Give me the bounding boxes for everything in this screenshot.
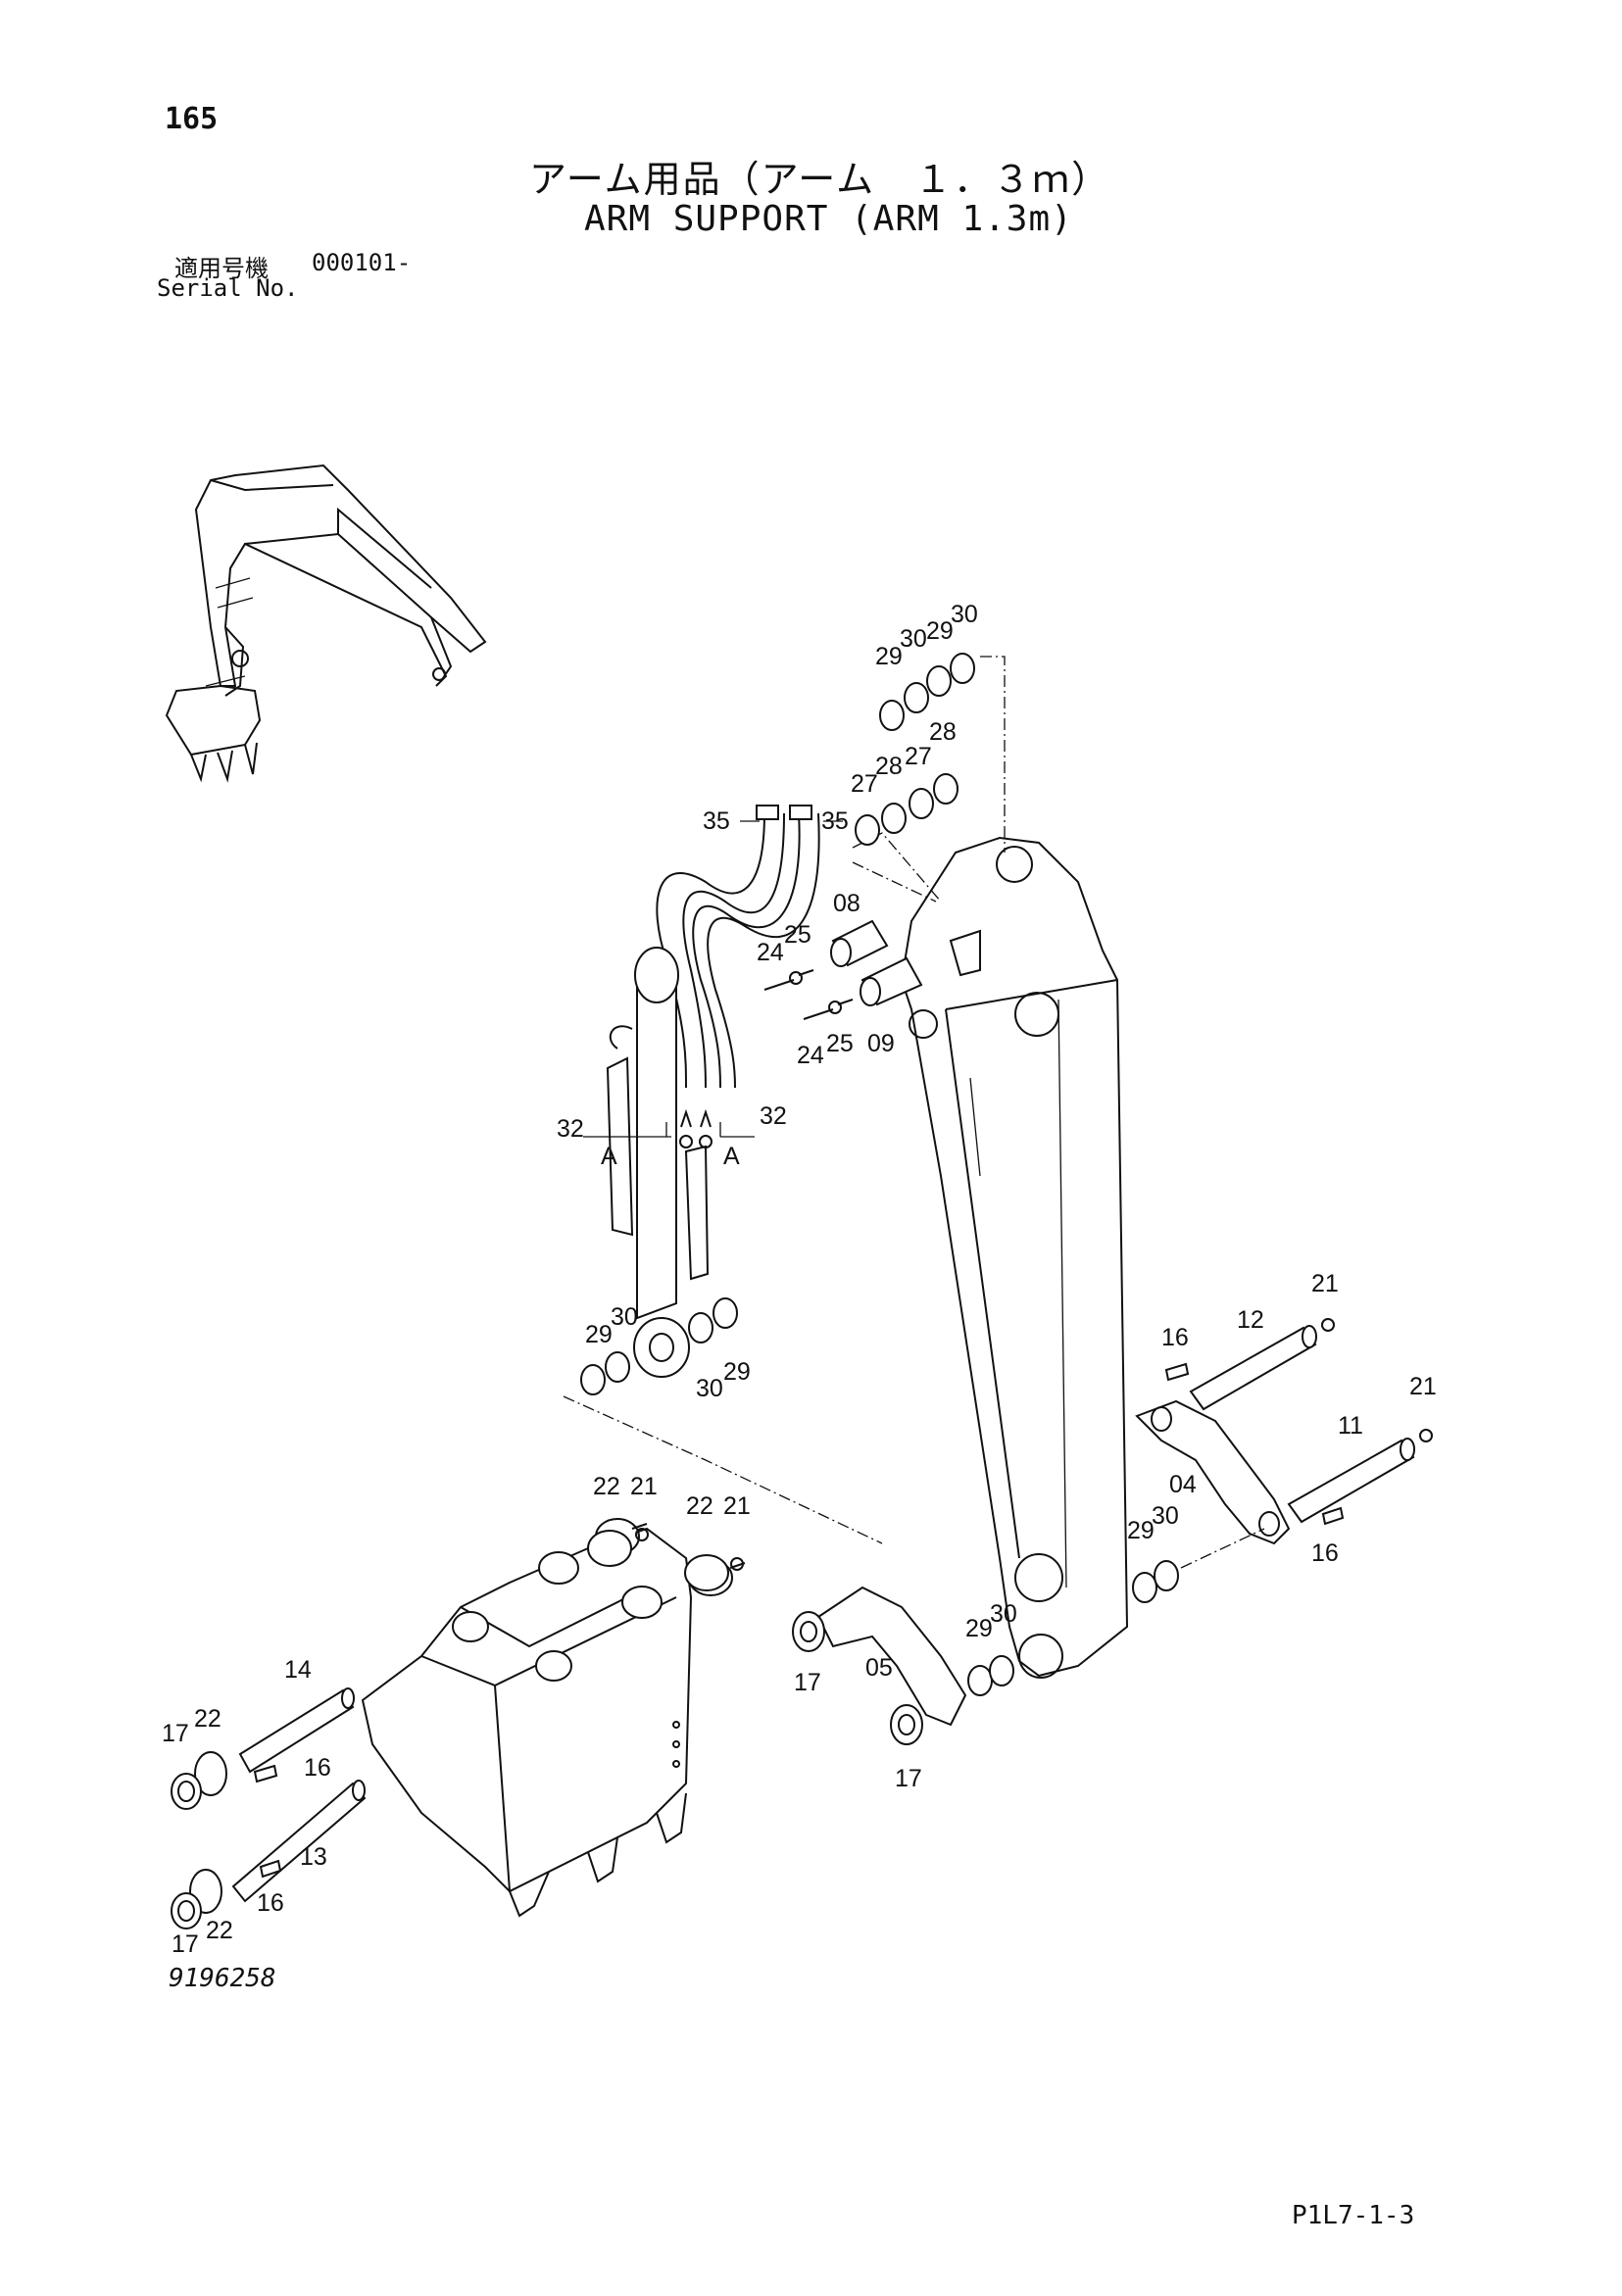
callout-label: 28 — [875, 753, 903, 780]
callout-label: 27 — [905, 743, 932, 770]
title-japanese: アーム用品（アーム １．３ｍ） — [529, 158, 1111, 201]
drawing-number: 9196258 — [169, 1964, 276, 1993]
bucket-cylinder — [563, 947, 883, 1544]
serial-label-japanese: 適用号機 — [174, 255, 269, 282]
callout-label: 22 — [686, 1492, 713, 1520]
callout-label: 17 — [172, 1930, 199, 1958]
callout-label: 08 — [833, 890, 860, 917]
callout-label: 29 — [723, 1358, 751, 1386]
callout-label: 16 — [257, 1889, 284, 1917]
callout-label: 14 — [284, 1656, 312, 1684]
callout-label: 30 — [696, 1375, 723, 1402]
arm — [900, 836, 1129, 1679]
link-05 — [792, 1586, 1014, 1745]
callout-label: 05 — [865, 1654, 893, 1682]
callout-label: 17 — [794, 1669, 821, 1696]
callout-label: 13 — [300, 1843, 327, 1871]
serial-number-value: 000101- — [312, 249, 412, 276]
callout-label: 09 — [867, 1030, 895, 1057]
callout-label: 21 — [630, 1473, 658, 1500]
callout-label: 22 — [593, 1473, 620, 1500]
callout-label: 30 — [951, 601, 978, 628]
bushings-and-bolts — [763, 861, 937, 1020]
page-number: 165 — [165, 102, 219, 136]
callout-label: 17 — [895, 1765, 922, 1792]
page-code: P1L7-1-3 — [1292, 2201, 1415, 2230]
callout-label: 12 — [1237, 1306, 1264, 1334]
callout-label: 29 — [926, 617, 954, 645]
callout-label: A — [601, 1143, 617, 1170]
callout-label: 22 — [206, 1917, 233, 1944]
excavator-overview-illustration — [165, 464, 487, 783]
callout-label: 32 — [557, 1115, 584, 1143]
callout-label: A — [723, 1143, 740, 1170]
callout-label: 32 — [760, 1102, 787, 1130]
callout-label: 24 — [797, 1042, 824, 1069]
callout-label: 21 — [1409, 1373, 1437, 1400]
callout-label: 04 — [1169, 1471, 1197, 1498]
title-english: ARM SUPPORT (ARM 1.3m) — [584, 199, 1073, 239]
callout-label: 35 — [703, 807, 730, 835]
callout-label: 35 — [821, 807, 849, 835]
callout-label: 30 — [990, 1600, 1017, 1628]
callout-label: 29 — [875, 643, 903, 670]
serial-label-english: Serial No. — [157, 274, 299, 302]
callout-label: 25 — [826, 1030, 854, 1057]
callout-label: 21 — [1311, 1270, 1339, 1297]
callout-labels: 29 30 29 30 27 28 27 28 35 35 08 25 24 2… — [162, 601, 1437, 1958]
callout-label: 28 — [929, 718, 957, 746]
bucket-pins — [171, 1518, 746, 1930]
arm-top-washers — [852, 653, 1006, 903]
callout-label: 11 — [1338, 1412, 1363, 1440]
callout-label: 17 — [162, 1720, 189, 1747]
hydraulic-hoses — [656, 805, 820, 1089]
leader-lines — [583, 820, 843, 1138]
callout-label: 22 — [194, 1705, 221, 1733]
callout-label: 24 — [757, 939, 784, 966]
callout-label: 30 — [900, 625, 927, 653]
callout-label: 29 — [1127, 1517, 1155, 1544]
link-04-and-pins — [587, 1318, 1433, 1603]
callout-label: 30 — [611, 1303, 638, 1331]
callout-label: 30 — [1152, 1502, 1179, 1530]
callout-label: 29 — [965, 1615, 993, 1642]
callout-label: 25 — [784, 921, 811, 949]
callout-label: 27 — [851, 770, 878, 798]
callout-label: 29 — [585, 1321, 613, 1348]
bucket — [361, 1527, 693, 1918]
callout-label: 16 — [1311, 1539, 1339, 1567]
callout-label: 16 — [304, 1754, 331, 1782]
callout-label: 16 — [1161, 1324, 1189, 1351]
callout-label: 21 — [723, 1492, 751, 1520]
